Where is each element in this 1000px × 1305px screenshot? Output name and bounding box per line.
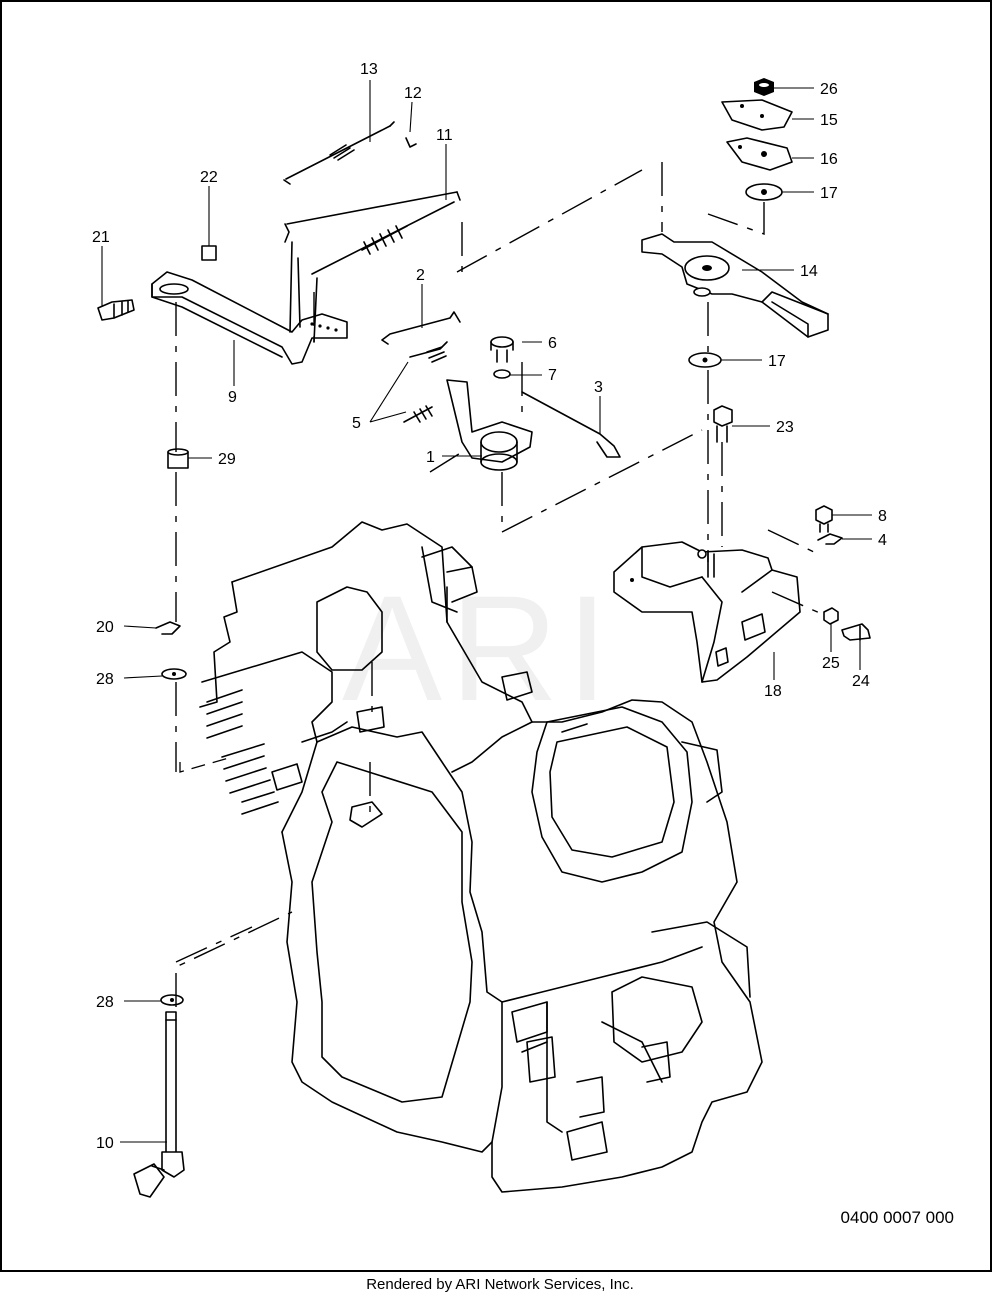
part-3-rod [521, 391, 621, 458]
part-23-bolt [713, 405, 733, 443]
callout-leaders [101, 80, 872, 1143]
callout-28: 28 [96, 671, 114, 688]
part-4-clip [817, 533, 843, 545]
callout-16: 16 [820, 151, 838, 168]
part-25-nut [823, 607, 839, 625]
callout-18: 18 [764, 683, 782, 700]
callout-2: 2 [416, 267, 425, 284]
part-14-bracket [641, 233, 829, 338]
callout-14: 14 [800, 263, 818, 280]
part-8-bolt [815, 505, 833, 533]
part-11-spring [284, 191, 461, 275]
part-9-governor-arm [151, 241, 348, 365]
part-20-clip [155, 621, 181, 635]
part-6-bolt [490, 336, 514, 363]
callout-6: 6 [548, 335, 557, 352]
part-18-bracket [613, 541, 801, 683]
callout-4: 4 [878, 532, 887, 549]
callout-13: 13 [360, 61, 378, 78]
drawing-number: 0400 0007 000 [840, 1208, 954, 1227]
part-26-nut [754, 78, 774, 96]
footer-credit: Rendered by ARI Network Services, Inc. [366, 1276, 634, 1293]
exploded-parts-diagram: 13 12 11 22 21 9 2 6 7 3 5 1 29 26 15 16… [92, 61, 887, 1198]
callout-10: 10 [96, 1135, 114, 1152]
callout-15: 15 [820, 112, 838, 129]
callout-3: 3 [594, 379, 603, 396]
callout-22: 22 [200, 169, 218, 186]
callout-9: 9 [228, 389, 237, 406]
callout-1: 1 [426, 449, 435, 466]
callout-11: 11 [436, 127, 453, 144]
part-7-washer [493, 369, 511, 379]
callout-17: 17 [820, 185, 838, 202]
part-5-springs [403, 341, 448, 423]
part-29-bushing [167, 448, 189, 469]
callout-21: 21 [92, 229, 110, 246]
callout-23: 23 [776, 419, 794, 436]
part-22-nut [201, 245, 217, 261]
engine-block [199, 521, 763, 1193]
assembly-guide-lines [175, 162, 823, 1007]
callout-25: 25 [822, 655, 840, 672]
callout-29: 29 [218, 451, 236, 468]
part-1-lever [446, 379, 533, 471]
callout-26: 26 [820, 81, 838, 98]
part-10-governor-shaft [133, 1011, 185, 1198]
callout-24: 24 [852, 673, 870, 690]
diagram-frame: ARI [0, 0, 992, 1272]
part-2-spring [381, 311, 461, 345]
callout-5: 5 [352, 415, 361, 432]
callout-28b: 28 [96, 994, 114, 1011]
callout-8: 8 [878, 508, 887, 525]
callout-20: 20 [96, 619, 114, 636]
part-15-plate [721, 99, 793, 131]
part-21-bolt [97, 299, 135, 321]
callout-17b: 17 [768, 353, 786, 370]
callout-12: 12 [404, 85, 422, 102]
part-13-spring [283, 121, 395, 185]
part-12-clip [405, 137, 417, 148]
callout-labels: 13 12 11 22 21 9 2 6 7 3 5 1 29 26 15 16… [92, 61, 887, 1152]
part-24-bolt [841, 623, 871, 641]
callout-7: 7 [548, 367, 557, 384]
cooling-fins [206, 689, 279, 815]
part-16-plate [726, 137, 793, 171]
